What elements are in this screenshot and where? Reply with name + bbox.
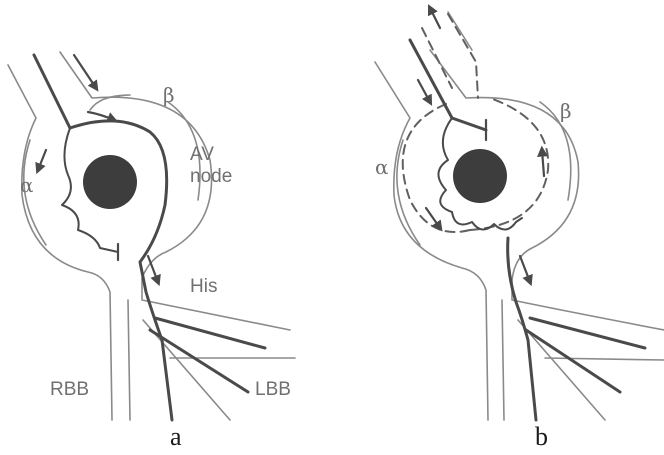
panel-b-arrows [418,8,544,282]
arrow-alpha-down [426,208,440,228]
panel-b-caption: b [535,422,548,451]
panel-b-conduction [410,40,645,420]
arrow-down-left [74,55,96,88]
panel-a-lbb-label: LBB [255,379,291,400]
panel-a-center-block [83,155,137,209]
panel-a-av-label: AV [190,144,214,165]
panel-b-center-block [453,149,507,203]
arrow-alpha [38,150,46,170]
arrow-beta-up [542,150,544,176]
arrow-retrograde-up [430,8,440,28]
panel-a-beta-label: β [163,83,175,107]
arrow-his-down [520,256,530,282]
panel-a-alpha-label: α [20,173,34,197]
arrow-down [418,80,430,102]
panel-a-rbb-label: RBB [50,379,89,400]
panel-a-outline [8,52,295,420]
panel-a-node-label: node [190,166,232,187]
panel-b-beta-label: β [560,99,572,123]
arrow-beta [88,112,114,120]
panel-a-caption: a [170,422,182,451]
panel-a: α β AV node His RBB LBB a [8,52,295,451]
panel-b-alpha-label: α [375,155,389,179]
panel-a-conduction [34,55,265,420]
panel-a-his-label: His [190,276,217,297]
panel-b: α β b [375,8,664,451]
